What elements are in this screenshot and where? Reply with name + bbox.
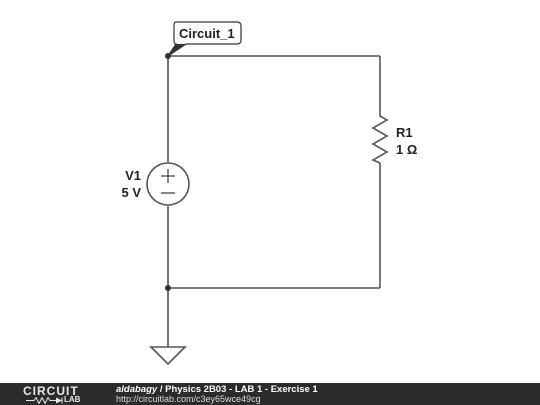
project-url[interactable]: http://circuitlab.com/c3ey65wce49cg: [116, 394, 261, 404]
net-label-text: Circuit_1: [179, 26, 235, 41]
logo-text-bottom: LAB: [64, 395, 81, 404]
title-separator: /: [157, 384, 166, 395]
junction-dot-bottom: [165, 285, 171, 291]
net-label-pointer: [168, 44, 186, 56]
voltage-source-body: [146, 162, 190, 206]
ground-symbol[interactable]: [149, 346, 187, 366]
project-title: Physics 2B03 - LAB 1 - Exercise 1: [165, 384, 318, 395]
author-link[interactable]: aldabagy: [116, 384, 158, 395]
v1-value-label: 5 V: [121, 185, 141, 200]
logo-resistor-icon: [26, 397, 63, 404]
resistor-r1[interactable]: [371, 112, 389, 164]
footer-bar: CIRCUIT LAB aldabagy / Physics 2B03 - LA…: [0, 383, 540, 405]
project-title-line: aldabagy / Physics 2B03 - LAB 1 - Exerci…: [116, 384, 318, 395]
logo-text-top: CIRCUIT: [23, 384, 79, 398]
r1-value-label: 1 Ω: [396, 142, 417, 157]
net-label[interactable]: Circuit_1: [167, 21, 242, 57]
schematic-canvas: Circuit_1 V1 5 V R1 1 Ω: [121, 21, 417, 366]
r1-name-label: R1: [396, 125, 413, 140]
circuitlab-logo[interactable]: CIRCUIT LAB: [4, 384, 96, 404]
wires: [167, 55, 381, 347]
v1-name-label: V1: [125, 168, 141, 183]
voltage-source-v1[interactable]: [146, 162, 190, 206]
